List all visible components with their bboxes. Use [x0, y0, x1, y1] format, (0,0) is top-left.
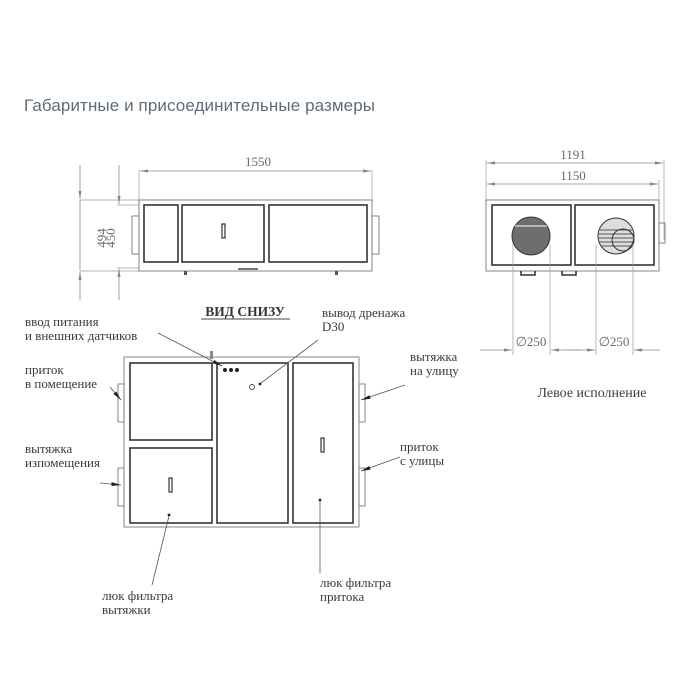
- width-dimension-1150: 1150: [560, 168, 586, 183]
- label-exhaust-filter-1: люк фильтра: [102, 588, 173, 603]
- front-view: 1550 494 450: [78, 154, 380, 300]
- label-exhaust-street-1: вытяжка: [410, 349, 457, 364]
- label-supply-street-1: приток: [400, 439, 439, 454]
- label-supply-filter-1: люк фильтра: [320, 575, 391, 590]
- label-exhaust-filter-2: вытяжки: [102, 602, 151, 617]
- fan-grille-icon: [597, 217, 635, 255]
- page-title: Габаритные и присоединительные размеры: [24, 96, 376, 115]
- width-dimension-1550: 1550: [245, 154, 271, 169]
- label-supply-room-1: приток: [25, 362, 64, 377]
- handle-icon: [221, 223, 226, 239]
- label-exhaust-room-2: изпомещения: [25, 455, 100, 470]
- height-dimension-450: 450: [103, 228, 118, 248]
- label-drain-2: D30: [322, 319, 344, 334]
- duct-diameter-left: ∅250: [516, 334, 547, 349]
- label-exhaust-room-1: вытяжка: [25, 441, 72, 456]
- side-view: 1191 1150 ∅250 ∅250 Левое ис: [480, 147, 666, 401]
- label-drain-1: вывод дренажа: [322, 305, 406, 320]
- label-supply-room-2: в помещение: [25, 376, 97, 391]
- label-supply-street-2: с улицы: [400, 453, 444, 468]
- duct-diameter-right: ∅250: [599, 334, 630, 349]
- bottom-view: ВИД СНИЗУ ввод пит: [25, 304, 459, 617]
- label-power-input-2: и внешних датчиков: [25, 328, 137, 343]
- height-dimension-494: 494: [94, 228, 109, 248]
- bottom-view-caption: ВИД СНИЗУ: [205, 304, 285, 319]
- label-power-input-1: ввод питания: [25, 314, 99, 329]
- label-supply-filter-2: притока: [320, 589, 365, 604]
- width-dimension-1191: 1191: [560, 147, 586, 162]
- label-exhaust-street-2: на улицу: [410, 363, 459, 378]
- side-view-caption: Левое исполнение: [538, 386, 647, 401]
